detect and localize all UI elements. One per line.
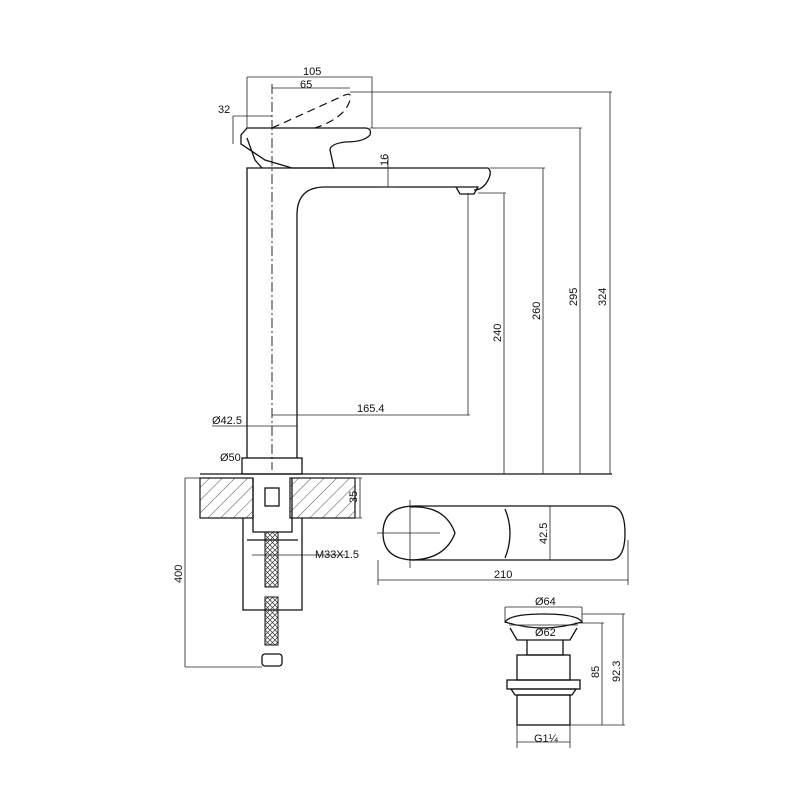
dim-handle-offset: 32	[218, 104, 230, 116]
dim-base-diameter: Ø50	[220, 452, 241, 464]
shank-nut	[264, 487, 280, 507]
dim-hose-length: 400	[173, 565, 185, 583]
faucet-side-view	[200, 84, 612, 475]
dim-counter-thickness: 35	[348, 491, 360, 503]
supply-hose-lower	[264, 596, 279, 646]
counter-section-right	[289, 477, 356, 519]
counter-mount	[199, 477, 356, 667]
pop-up-waste	[503, 613, 584, 726]
dim-spout-reach: 165.4	[357, 403, 385, 415]
top-handle	[409, 506, 511, 561]
hose-nut	[261, 653, 283, 667]
supply-hose-upper	[264, 531, 279, 588]
dim-waste-cap: Ø64	[535, 596, 556, 608]
dim-waste-height-body: 85	[590, 666, 602, 678]
dim-spout-thickness: 16	[379, 154, 391, 166]
top-outline	[382, 505, 626, 561]
dim-handle-width: 105	[303, 66, 321, 78]
aerator	[454, 186, 480, 195]
counter-section-left	[199, 477, 254, 519]
faucet-body	[246, 167, 491, 458]
dim-lever-length: 65	[300, 79, 312, 91]
faucet-top-view	[377, 500, 626, 568]
handle-lever-dashed	[271, 93, 352, 129]
dim-waste-thread: G1¼	[534, 733, 559, 745]
dim-height-handle: 295	[568, 288, 580, 306]
dim-body-diameter: Ø42.5	[212, 415, 242, 427]
dim-height-spout: 260	[531, 302, 543, 320]
dim-thread: M33X1.5	[315, 549, 359, 561]
dim-height-outlet: 240	[492, 324, 504, 342]
dim-waste-flange: Ø62	[535, 627, 556, 639]
dim-waste-height-total: 92.3	[611, 661, 623, 682]
faucet-handle	[240, 127, 372, 169]
dim-top-length: 210	[494, 569, 512, 581]
dimension-lines	[184, 76, 629, 748]
dim-top-width: 42.5	[538, 523, 550, 544]
dim-height-total: 324	[597, 288, 609, 306]
